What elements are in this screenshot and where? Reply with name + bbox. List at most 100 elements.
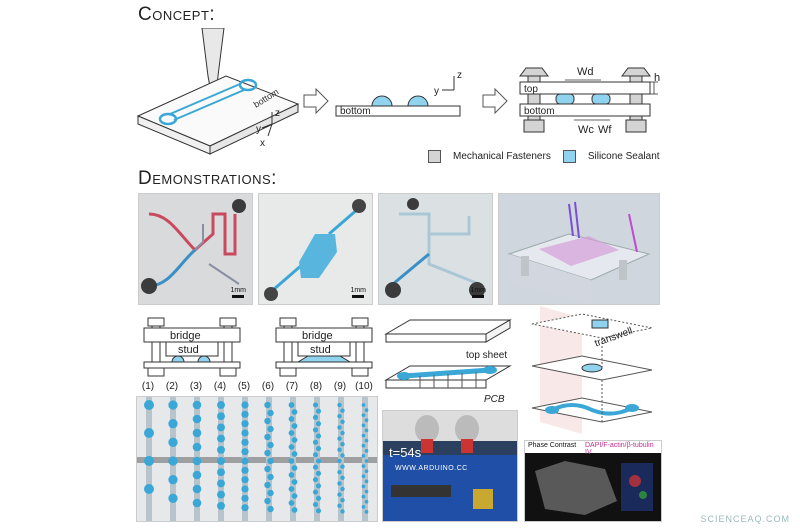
droplet [291,409,298,415]
droplet [312,489,319,495]
droplet [312,477,319,483]
droplet [361,484,366,489]
droplet [168,456,178,466]
droplet [312,427,319,433]
scale-label: 1mm [350,287,366,294]
droplet [364,459,369,463]
legend-swatch-fasteners [428,150,441,163]
droplet-number: (5) [237,381,251,392]
droplet [241,457,249,465]
bridge-stud-diagram-1 [143,317,241,377]
watermark: SCIENCEAQ.COM [700,514,790,524]
droplet [364,448,369,453]
droplet [361,454,366,458]
top-sheet-label: top sheet [466,350,508,361]
assembly-diagram [519,67,658,133]
droplet [241,420,249,428]
droplet [267,489,274,497]
droplet-number: (3) [189,381,203,392]
assembly-h-label: h [654,72,661,84]
droplet [340,498,345,503]
droplet [288,416,295,422]
droplet [264,481,271,489]
droplet [361,403,366,407]
droplet [315,408,322,414]
stud-label-2: stud [310,344,331,356]
droplet [288,402,295,408]
assembly-wd-label: Wd [577,66,594,78]
droplet-number: (4) [213,381,227,392]
legend-label-fasteners: Mechanical Fasteners [453,151,551,162]
droplet [361,433,366,438]
droplet [217,445,225,454]
droplet [168,419,178,429]
droplet [312,414,319,420]
droplet [217,490,225,499]
droplet [192,470,202,480]
axis2d-y: y [434,86,439,97]
droplet [217,457,225,465]
droplet [340,430,345,436]
droplet [364,499,369,504]
legend-label-sealant: Silicone Sealant [587,151,660,162]
stain-label: DAPI/F-actin/β-tubulin IV [585,442,654,456]
photo-microscopy: Phase Contrast DAPI/F-actin/β-tubulin IV [524,440,662,522]
droplet [364,469,369,474]
droplet [364,438,369,443]
droplet [192,414,202,424]
axis3d-z: z [275,108,280,119]
legend: Mechanical Fasteners Silicone Sealant [428,150,660,163]
droplet [340,453,345,458]
droplet [337,402,342,408]
photo-droplet-generation [136,396,378,522]
droplet [315,483,322,489]
droplet [315,433,322,439]
concept-heading: Concept: [138,4,216,25]
droplet [192,498,202,508]
droplet [241,466,249,474]
droplet-number: (8) [309,381,323,392]
droplet [241,429,249,437]
droplet [241,485,249,493]
droplet [312,452,319,458]
droplet [168,437,178,447]
droplet [315,446,322,452]
arduino-board-text: WWW.ARDUINO.CC [395,465,468,472]
droplet [168,475,178,485]
scale-label: 1mm [470,287,486,294]
droplet [267,425,274,433]
droplet [267,473,274,481]
droplet-number: (1) [141,381,155,392]
droplet [315,470,322,476]
droplet [264,465,271,473]
droplet [364,428,369,433]
droplet [267,409,274,417]
pcb-label: PCB [484,394,505,405]
droplet [264,401,271,409]
droplet [144,400,154,410]
droplet [340,464,345,469]
transwell-exploded-diagram [531,306,653,434]
assembly-wc-label: Wc [578,124,594,136]
droplet [337,414,342,419]
droplet [340,419,345,424]
droplet [340,408,345,413]
phase-contrast-label: Phase Contrast [528,442,577,449]
droplet [168,493,178,503]
scale-label: 1mm [230,287,246,294]
droplet [340,475,345,480]
droplet [315,508,322,514]
droplet [267,441,274,449]
droplet [217,479,225,488]
droplet [291,423,298,429]
droplet [217,401,225,409]
droplet [267,505,274,513]
droplet [288,472,295,478]
bridge-label-1: bridge [170,330,201,342]
pcb-exploded-diagram [384,319,512,389]
arrow-icon [303,88,329,114]
axis3d-y: y [256,124,261,135]
droplet [241,438,249,446]
droplet [361,423,366,428]
droplet [337,436,342,441]
